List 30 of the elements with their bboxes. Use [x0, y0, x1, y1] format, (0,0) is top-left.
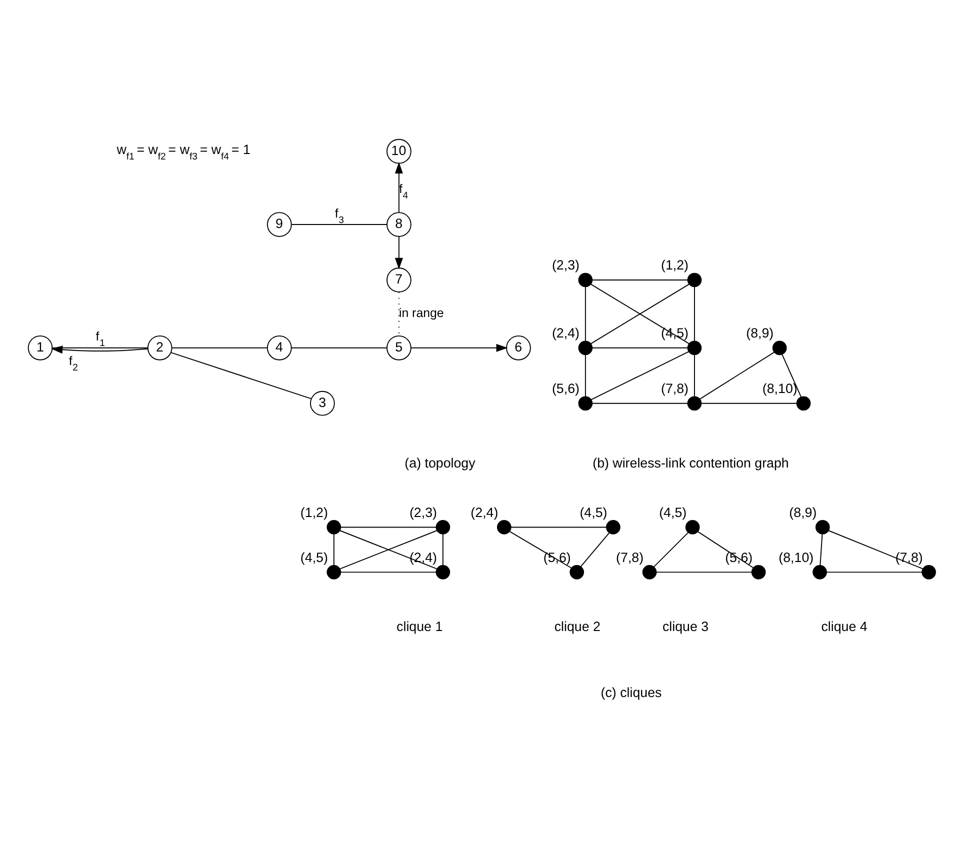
node-label: (2,3)	[409, 504, 437, 520]
label: clique 4	[821, 619, 868, 634]
node-label: (5,6)	[552, 381, 580, 396]
node-label: (7,8)	[661, 381, 689, 396]
node-label: (2,4)	[409, 550, 437, 565]
label: w$_{f1}$ = w$_{f2}$ = w$_{f3}$ = w$_{f4}$ = 1	[116, 142, 250, 162]
label: (c) cliques	[600, 685, 662, 700]
edge-label: f$_{2}$	[68, 354, 78, 374]
node-label: (8,10)	[762, 381, 798, 396]
node-label: (1,2)	[300, 504, 328, 520]
node-label: (2,4)	[552, 326, 580, 341]
node-label: (7,8)	[616, 550, 644, 565]
node-label: (2,3)	[552, 258, 580, 273]
edge-label: f$_{3}$	[334, 206, 344, 226]
label: clique 3	[662, 619, 709, 634]
node-label: (4,5)	[580, 504, 608, 520]
node-label: (1,2)	[661, 258, 689, 273]
label: clique 2	[554, 619, 600, 634]
node-label: (4,5)	[300, 550, 328, 565]
label: clique 1	[396, 619, 443, 634]
node-label: (8,9)	[746, 326, 774, 341]
label: (a) topology	[404, 456, 476, 471]
node-label: (4,5)	[659, 504, 687, 520]
node-label: (7,8)	[895, 550, 923, 565]
node-label: (2,4)	[470, 504, 498, 520]
label: (b) wireless-link contention graph	[592, 456, 789, 471]
node-label: (8,10)	[778, 550, 814, 565]
edge-label: f$_{1}$	[96, 330, 105, 350]
edge-label: in range	[398, 306, 444, 320]
node-label: (8,9)	[789, 504, 817, 520]
